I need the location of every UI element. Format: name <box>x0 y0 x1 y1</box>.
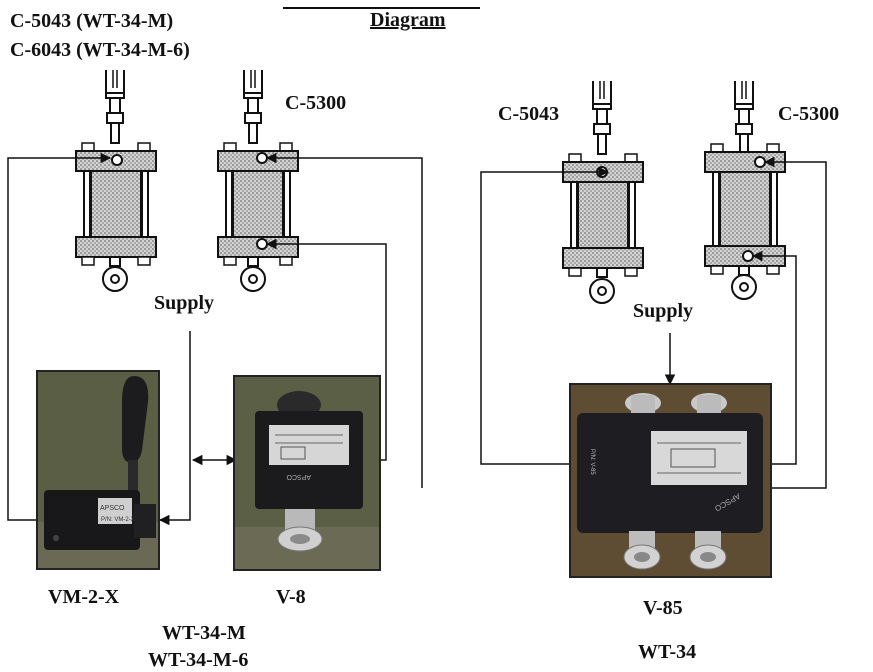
valve-label-v8: V-8 <box>276 586 306 608</box>
air-line <box>480 166 610 465</box>
part-number-plate: P/N: V-85 <box>589 449 595 475</box>
right-air-lines <box>480 156 827 489</box>
cylinder-label-c5300-left: C-5300 <box>285 92 347 114</box>
port-icon <box>111 154 123 166</box>
v8-valve-icon: APSCO <box>235 377 379 569</box>
cylinder-c5300-right <box>704 81 786 300</box>
port-icon <box>256 238 268 250</box>
model-label-c6043: C-6043 (WT-34-M-6) <box>10 39 190 61</box>
v85-valve-photo: APSCO P/N: V-85 <box>569 383 772 578</box>
v85-valve-icon: APSCO P/N: V-85 <box>571 385 770 576</box>
air-line <box>158 331 191 526</box>
supply-label-left: Supply <box>154 292 215 314</box>
air-line <box>763 156 827 489</box>
port-icon <box>256 152 268 164</box>
brand-mark: APSCO <box>286 473 311 480</box>
brand-plate: APSCO <box>100 505 125 512</box>
air-line <box>751 250 797 465</box>
part-number-plate: P/N: VM-2-X <box>101 517 135 523</box>
left-air-lines <box>7 152 423 526</box>
port-icon <box>742 250 754 262</box>
air-line <box>265 238 387 461</box>
kit-label-wt34: WT-34 <box>638 641 697 663</box>
clevis-icon <box>105 70 125 99</box>
kit-label-wt34m6: WT-34-M-6 <box>148 649 249 671</box>
kit-label-wt34m: WT-34-M <box>162 622 246 644</box>
air-line <box>7 152 112 521</box>
valve-label-vm2x: VM-2-X <box>48 586 120 608</box>
port-icon <box>754 156 766 168</box>
cylinder-label-c5043-right: C-5043 <box>498 103 560 125</box>
diagram-title: Diagram <box>370 9 446 31</box>
supply-label-right: Supply <box>633 300 694 322</box>
model-label-c5043: C-5043 (WT-34-M) <box>10 10 174 32</box>
hand-valve-icon: APSCO P/N: VM-2-X <box>38 372 158 568</box>
clevis-icon <box>734 81 754 110</box>
clevis-icon <box>592 81 612 110</box>
v8-valve-photo: APSCO <box>233 375 381 571</box>
cylinder-label-c5300-right: C-5300 <box>778 103 840 125</box>
cylinder-c5043-right <box>562 81 644 304</box>
clevis-icon <box>243 70 263 99</box>
air-line <box>265 152 423 488</box>
cylinder-c5300-left <box>217 70 299 292</box>
cylinder-c5043-left <box>75 70 157 292</box>
hand-valve-photo: APSCO P/N: VM-2-X <box>36 370 160 570</box>
valve-label-v85: V-85 <box>643 597 683 619</box>
